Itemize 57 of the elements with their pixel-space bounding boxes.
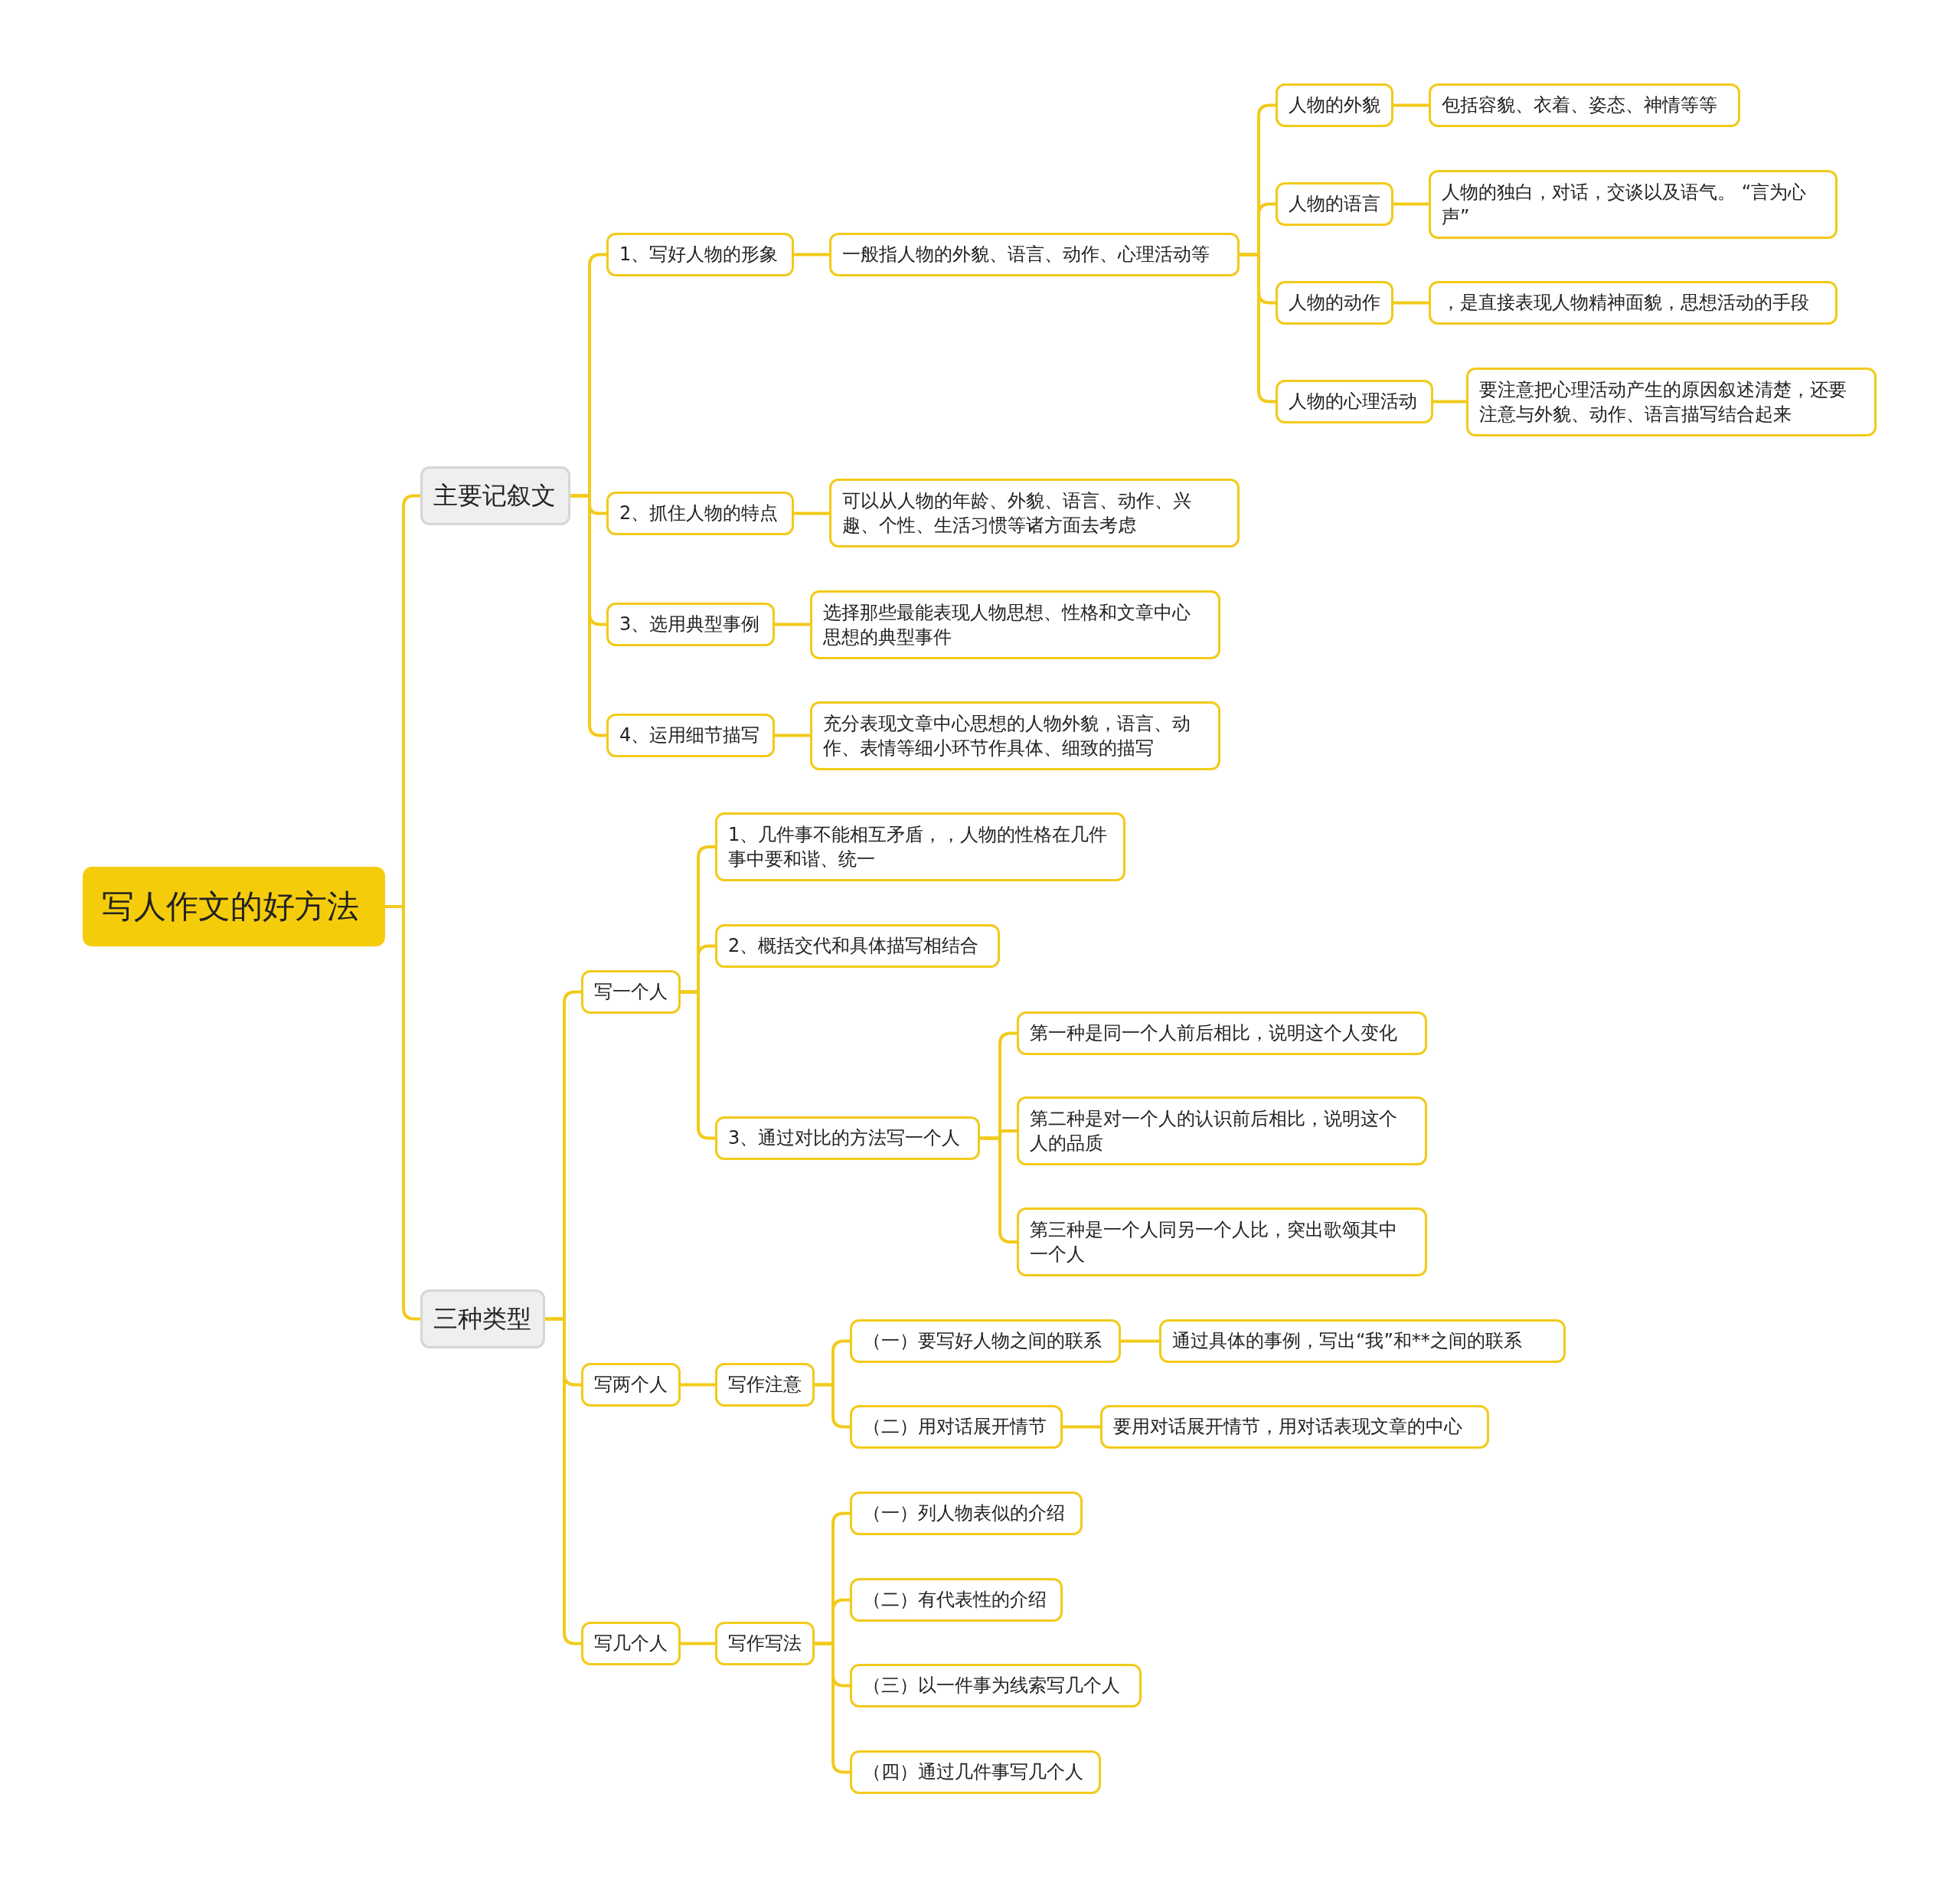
topic-box: 2、概括交代和具体描写相结合 — [715, 924, 1000, 968]
topic-box: 一般指人物的外貌、语言、动作、心理活动等 — [829, 233, 1240, 276]
topic-box: （三）以一件事为线索写几个人 — [850, 1664, 1142, 1707]
topic-box: （二）用对话展开情节 — [850, 1405, 1063, 1449]
connector-line — [794, 253, 829, 257]
connector-line — [1240, 253, 1276, 404]
topic-box: 1、写好人物的形象 — [606, 233, 794, 276]
connector-line — [681, 1383, 715, 1387]
connector-line — [1433, 400, 1466, 404]
topic-box: 要用对话展开情节，用对话表现文章的中心 — [1100, 1405, 1489, 1449]
topic-box: 人物的心理活动 — [1276, 380, 1433, 423]
topic-box: 人物的独白，对话，交谈以及语气。 “言为心声” — [1429, 170, 1838, 239]
topic-box: 3、选用典型事例 — [606, 603, 775, 646]
topic-box: （一）要写好人物之间的联系 — [850, 1319, 1121, 1363]
connector-line — [815, 1642, 850, 1774]
connector-line — [545, 1317, 581, 1645]
topic-box: 要注意把心理活动产生的原因叙述清楚，还要注意与外貌、动作、语言描写结合起来 — [1466, 368, 1877, 436]
topic-box: 人物的动作 — [1276, 281, 1393, 325]
topic-box: （四）通过几件事写几个人 — [850, 1750, 1101, 1794]
connector-line — [681, 1642, 715, 1645]
topic-box: 写一个人 — [581, 970, 681, 1014]
topic-box: 选择那些最能表现人物思想、性格和文章中心思想的典型事件 — [810, 590, 1220, 659]
topic-box: 写作写法 — [715, 1622, 815, 1665]
topic-box: 第二种是对一个人的认识前后相比，说明这个人的品质 — [1017, 1096, 1427, 1165]
topic-box: 充分表现文章中心思想的人物外貌，语言、动作、表情等细小环节作具体、细致的描写 — [810, 701, 1220, 770]
topic-box: 通过具体的事例，写出“我”和**之间的联系 — [1159, 1319, 1566, 1363]
main-branch-box: 主要记叙文 — [420, 466, 570, 525]
topic-box: （一）列人物表似的介绍 — [850, 1492, 1083, 1535]
main-branch-box: 三种类型 — [420, 1289, 545, 1348]
topic-box: 可以从人物的年龄、外貌、语言、动作、兴趣、个性、生活习惯等诸方面去考虑 — [829, 479, 1240, 547]
topic-box: ，是直接表现人物精神面貌，思想活动的手段 — [1429, 281, 1838, 325]
connector-line — [681, 990, 715, 1140]
topic-box: 写几个人 — [581, 1622, 681, 1665]
topic-box: 写两个人 — [581, 1363, 681, 1407]
topic-box: 2、抓住人物的特点 — [606, 492, 794, 535]
connector-line — [775, 623, 810, 626]
connector-line — [980, 1136, 1017, 1243]
connector-line — [570, 494, 606, 737]
connector-line — [1393, 301, 1429, 305]
topic-box: 第一种是同一个人前后相比，说明这个人变化 — [1017, 1011, 1427, 1055]
topic-box: 4、运用细节描写 — [606, 714, 775, 757]
connector-line — [794, 511, 829, 515]
connector-line — [775, 734, 810, 737]
connector-line — [1063, 1425, 1100, 1429]
topic-box: 3、通过对比的方法写一个人 — [715, 1116, 980, 1160]
connector-line — [1393, 202, 1429, 206]
topic-box: 包括容貌、衣着、姿态、神情等等 — [1429, 83, 1740, 127]
topic-box: 第三种是一个人同另一个人比，突出歌颂其中一个人 — [1017, 1207, 1427, 1276]
topic-box: 1、几件事不能相互矛盾，，人物的性格在几件事中要和谐、统一 — [715, 812, 1125, 881]
root-topic-box: 写人作文的好方法 — [83, 867, 385, 946]
topic-box: （二）有代表性的介绍 — [850, 1578, 1063, 1622]
connector-line — [815, 1383, 850, 1429]
topic-box: 写作注意 — [715, 1363, 815, 1407]
topic-box: 人物的外貌 — [1276, 83, 1393, 127]
connector-line — [1121, 1339, 1159, 1343]
topic-box: 人物的语言 — [1276, 182, 1393, 226]
connector-line — [1393, 103, 1429, 107]
